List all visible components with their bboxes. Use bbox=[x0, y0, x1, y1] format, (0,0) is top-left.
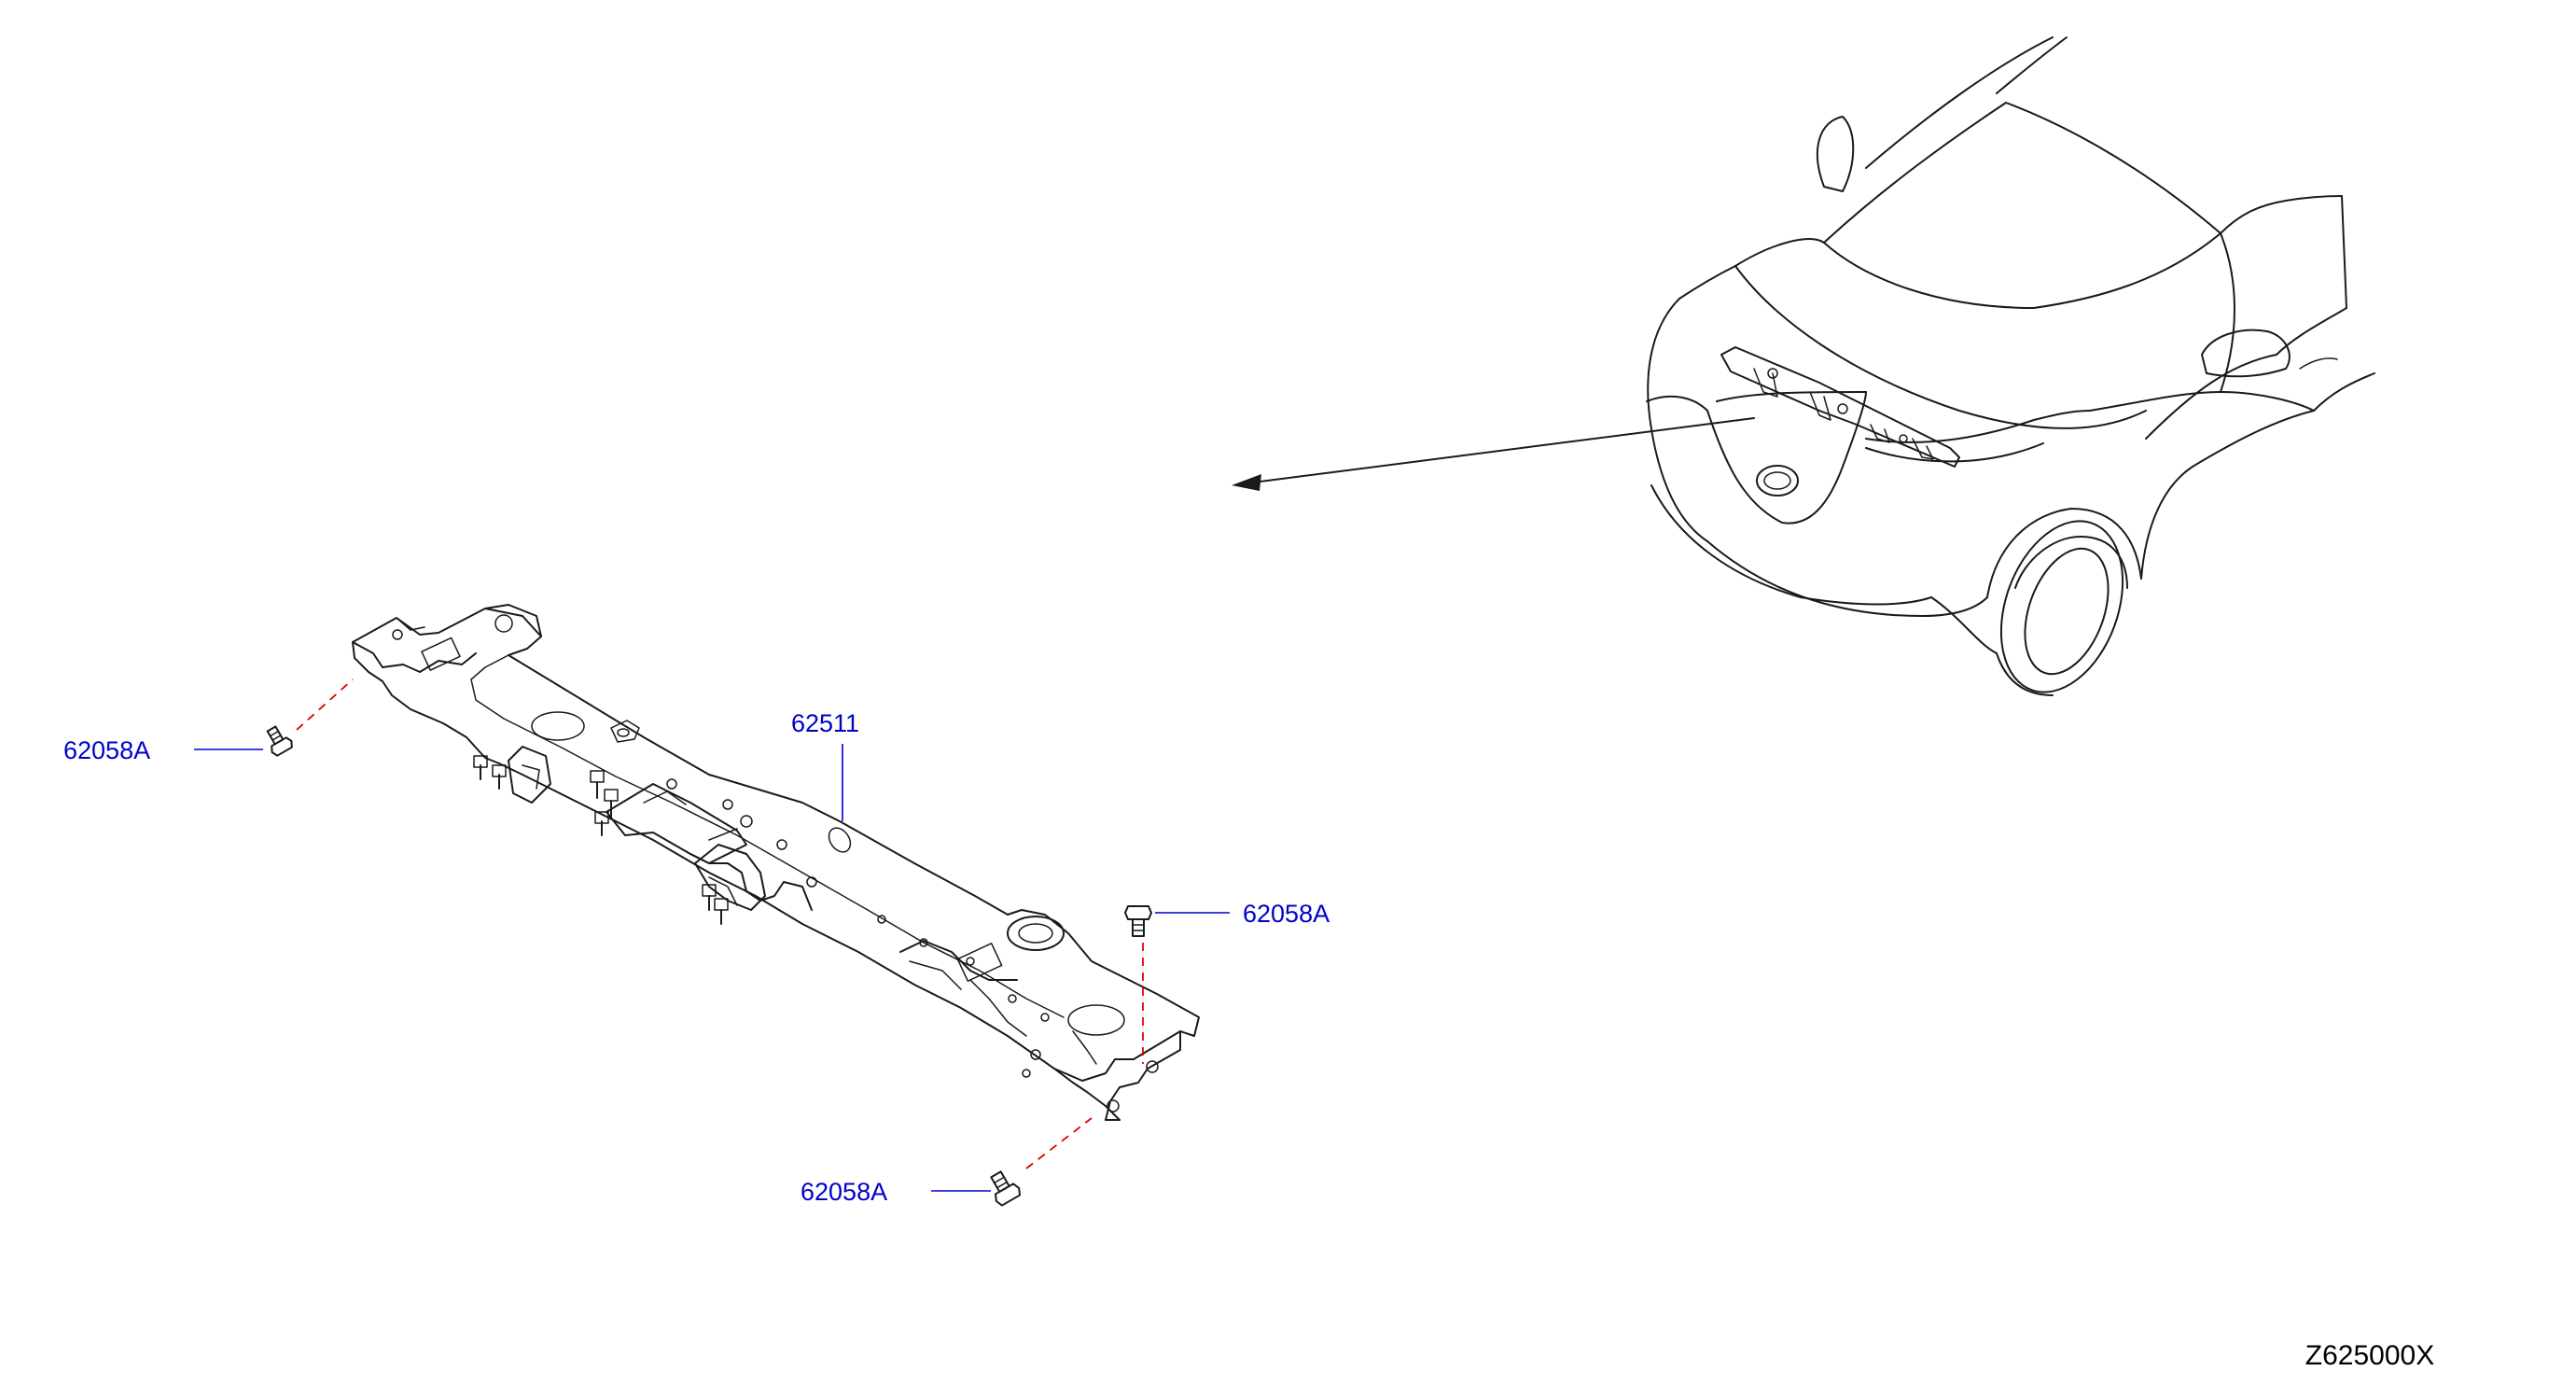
callout-bolt-left[interactable]: 62058A bbox=[63, 736, 263, 764]
figure-code: Z625000X bbox=[2305, 1340, 2434, 1371]
callout-bolt-right[interactable]: 62058A bbox=[1155, 900, 1330, 928]
bolt-right bbox=[1124, 905, 1152, 937]
part-number-label: 62511 bbox=[791, 709, 859, 737]
callout-bolt-bottom[interactable]: 62058A bbox=[801, 1178, 991, 1206]
stud-mid-1 bbox=[590, 770, 619, 836]
callout-support-member[interactable]: 62511 bbox=[791, 709, 859, 821]
fastener-path-left bbox=[296, 679, 354, 731]
part-number-label: 62058A bbox=[1243, 900, 1330, 928]
part-number-label: 62058A bbox=[63, 736, 150, 764]
stud-left-1 bbox=[473, 755, 507, 790]
bolt-left bbox=[266, 725, 293, 757]
stud-mid-2 bbox=[702, 884, 729, 925]
part-number-label: 62058A bbox=[801, 1178, 887, 1206]
bolt-bottom bbox=[990, 1170, 1022, 1207]
vehicle-illustration bbox=[1232, 36, 2375, 696]
fastener-path-bottom bbox=[1025, 1117, 1093, 1169]
radiator-core-support-member bbox=[352, 604, 1200, 1121]
